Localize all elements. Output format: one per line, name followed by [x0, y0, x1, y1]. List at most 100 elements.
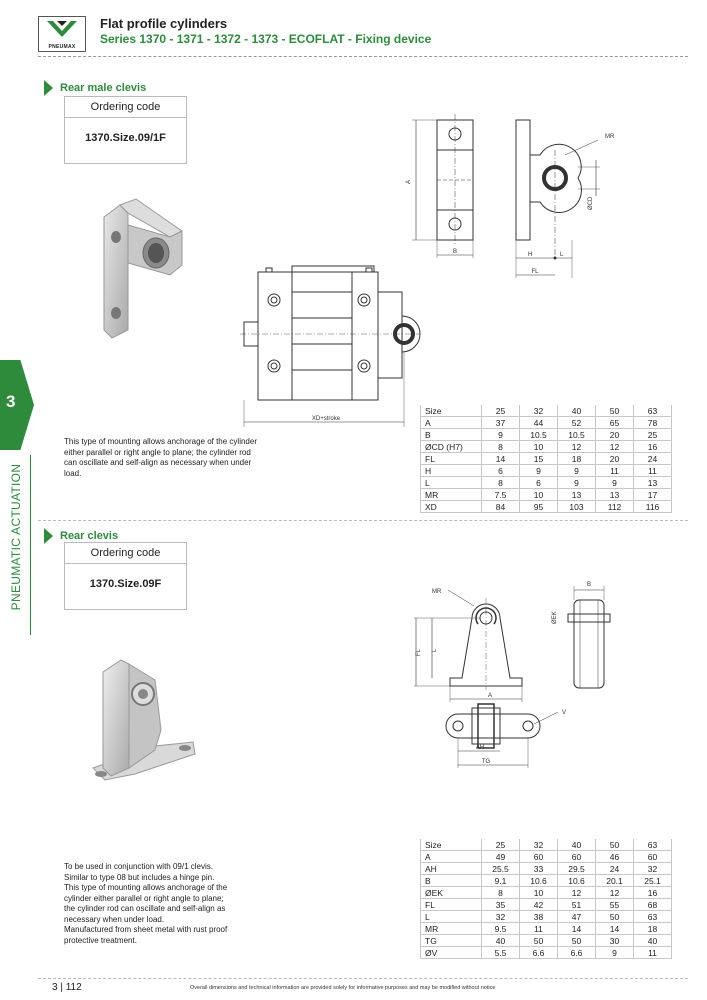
table-cell: 32: [481, 910, 520, 923]
table-cell: FL: [420, 452, 482, 465]
ordering-code-box: Ordering code 1370.Size.09/1F: [64, 96, 187, 164]
dim-label-ah: AH: [476, 745, 484, 751]
table-cell: 40: [633, 934, 672, 947]
table-cell: 12: [557, 886, 596, 899]
footer-note: Overall dimensions and technical informa…: [190, 985, 496, 991]
table-cell: 63: [633, 839, 672, 851]
table-cell: 35: [481, 898, 520, 911]
table-cell: Size: [420, 405, 482, 417]
table-cell: 5.5: [481, 946, 520, 959]
table-cell: 60: [633, 850, 672, 863]
table-cell: 50: [519, 934, 558, 947]
table-cell: 40: [557, 405, 596, 417]
table-cell: 13: [633, 476, 672, 489]
table-cell: B: [420, 874, 482, 887]
table-cell: 47: [557, 910, 596, 923]
table-cell: 30: [595, 934, 634, 947]
table-cell: 16: [633, 440, 672, 453]
table-cell: 103: [557, 500, 596, 513]
table-cell: 24: [595, 862, 634, 875]
table-cell: AH: [420, 862, 482, 875]
table-cell: 7.5: [481, 488, 520, 501]
table-cell: 60: [557, 850, 596, 863]
table-cell: 50: [595, 910, 634, 923]
page-title: Flat profile cylinders: [100, 16, 228, 31]
table-cell: 11: [595, 464, 634, 477]
table-cell: 32: [519, 839, 558, 851]
table-cell: 51: [557, 898, 596, 911]
table-header-row: Size 25 32 40 50 63: [420, 405, 672, 417]
table-cell: 8: [481, 476, 520, 489]
table-cell: FL: [420, 898, 482, 911]
dim-label-ocd: ØCD: [588, 196, 594, 210]
cylinder-assembly-drawing: XD+stroke: [240, 265, 421, 427]
dim-label-l: L: [432, 648, 438, 652]
table-cell: 16: [633, 886, 672, 899]
table-cell: ØEK: [420, 886, 482, 899]
section-divider: [38, 520, 688, 521]
rear-male-clevis-description: This type of mounting allows anchorage o…: [64, 437, 257, 478]
table-cell: 9.5: [481, 922, 520, 935]
dim-label-oek: ØEK: [552, 611, 558, 624]
table-cell: 42: [519, 898, 558, 911]
chapter-number: 3: [6, 392, 16, 411]
dim-label-xd: XD+stroke: [312, 416, 341, 422]
table-cell: 65: [595, 416, 634, 429]
brand-logo: PNEUMAX: [38, 16, 86, 52]
table-cell: 46: [595, 850, 634, 863]
section-marker-icon: [44, 80, 53, 96]
table-cell: A: [420, 850, 482, 863]
section-title-rear-clevis: Rear clevis: [60, 530, 119, 542]
table-cell: 60: [519, 850, 558, 863]
table-cell: A: [420, 416, 482, 429]
description-line: To be used in conjunction with 09/1 clev…: [64, 862, 213, 871]
table-cell: 44: [519, 416, 558, 429]
table-cell: 10.6: [557, 874, 596, 887]
table-cell: 12: [595, 440, 634, 453]
table-cell: 84: [481, 500, 520, 513]
table-cell: 25: [633, 428, 672, 441]
table-cell: H: [420, 464, 482, 477]
table-cell: ØV: [420, 946, 482, 959]
logo-text: PNEUMAX: [48, 44, 76, 50]
rear-clevis-description: To be used in conjunction with 09/1 clev…: [64, 862, 234, 946]
table-cell: 11: [633, 464, 672, 477]
table-cell: 10: [519, 440, 558, 453]
table-cell: 25: [481, 405, 520, 417]
table-cell: 32: [519, 405, 558, 417]
table-cell: 63: [633, 405, 672, 417]
table-cell: 112: [595, 500, 634, 513]
chapter-label: PNEUMATIC ACTUATION: [9, 463, 23, 611]
table-cell: 9: [481, 428, 520, 441]
table-cell: 6: [519, 476, 558, 489]
rear-male-clevis-image: [103, 198, 183, 339]
description-line: Similar to type 08 but includes a hinge …: [64, 872, 215, 882]
table-cell: 52: [557, 416, 596, 429]
table-cell: 37: [481, 416, 520, 429]
table-cell: 40: [481, 934, 520, 947]
table-cell: 9: [557, 476, 596, 489]
dim-label-v: V: [562, 710, 566, 716]
table-cell: 10: [519, 488, 558, 501]
rear-male-clevis-drawing: A B MR ØCD H L FL: [406, 114, 615, 278]
dim-label-b: B: [587, 582, 591, 588]
table-cell: ØCD (H7): [420, 440, 482, 453]
table-cell: 25.1: [633, 874, 672, 887]
dim-label-b: B: [453, 249, 457, 255]
table-cell: 6.6: [557, 946, 596, 959]
table-cell: 29.5: [557, 862, 596, 875]
table-cell: 8: [481, 440, 520, 453]
table-cell: 63: [633, 910, 672, 923]
table-cell: 50: [557, 934, 596, 947]
